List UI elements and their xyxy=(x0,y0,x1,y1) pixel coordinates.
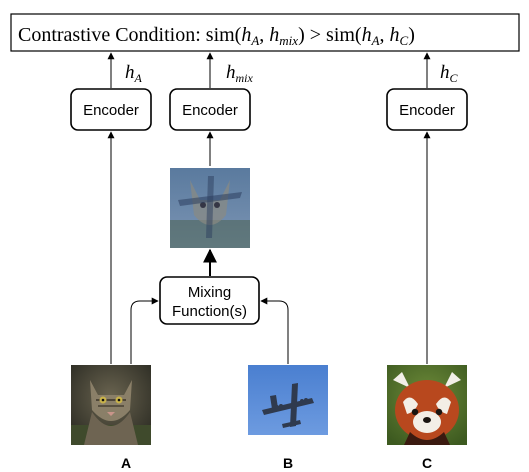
image-C-red-panda xyxy=(387,365,467,445)
arrow-B-to-mixing xyxy=(260,297,289,364)
mixed-image xyxy=(170,168,250,248)
mixing-function-box xyxy=(159,276,260,325)
encoder-middle-box xyxy=(169,88,251,131)
encoder-right-label: Encoder xyxy=(399,102,455,119)
image-A-cat xyxy=(71,365,151,445)
label-hA: hA xyxy=(125,62,143,85)
title-text: Contrastive Condition: sim(hA, hmix) > s… xyxy=(18,24,415,48)
arrow-A-to-mixing xyxy=(130,297,159,364)
image-label-A: A xyxy=(121,455,131,471)
encoder-left-box xyxy=(70,88,152,131)
image-label-B: B xyxy=(283,455,293,471)
encoder-right-box xyxy=(386,88,468,131)
mixing-function-line2: Function(s) xyxy=(172,303,247,320)
image-B-airplane xyxy=(248,365,328,435)
label-hC: hC xyxy=(440,62,459,85)
encoder-middle-label: Encoder xyxy=(182,102,238,119)
label-hmix: hmix xyxy=(226,62,254,85)
mixing-function-line1: Mixing xyxy=(188,284,231,301)
encoder-left-label: Encoder xyxy=(83,102,139,119)
title-box xyxy=(10,13,520,52)
image-label-C: C xyxy=(422,455,432,471)
